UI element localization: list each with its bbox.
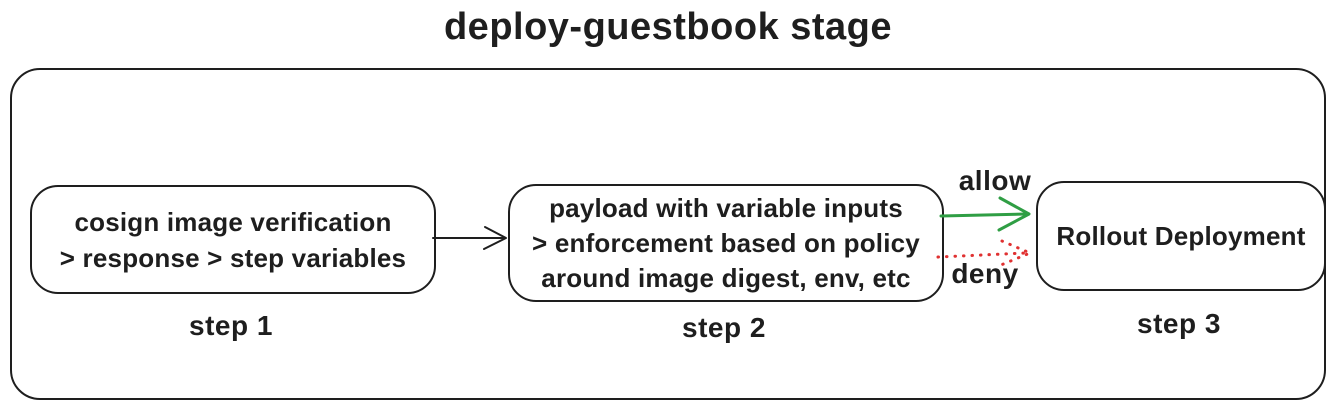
step-3-text-line-1: Rollout Deployment xyxy=(1056,221,1306,251)
step-2-text-line-3: around image digest, env, etc xyxy=(541,262,911,293)
step-1-text-line-1: cosign image verification xyxy=(74,206,392,237)
step-1-node: cosign image verification > response > s… xyxy=(30,185,436,294)
step-2-text-line-2: > enforcement based on policy xyxy=(532,227,920,258)
deny-arrow-label: deny xyxy=(951,258,1019,289)
allow-arrow-label: allow xyxy=(958,165,1032,196)
step-2-text-line-1: payload with variable inputs xyxy=(549,192,903,223)
step-3-node: Rollout Deployment xyxy=(1036,181,1326,291)
step-1-label: step 1 xyxy=(189,310,273,341)
step-2-label: step 2 xyxy=(682,312,766,343)
step-2-node: payload with variable inputs > enforceme… xyxy=(508,184,944,302)
step-3-label: step 3 xyxy=(1137,308,1221,339)
diagram-title: deploy-guestbook stage xyxy=(443,6,893,48)
step-1-text-line-2: > response > step variables xyxy=(59,242,407,273)
